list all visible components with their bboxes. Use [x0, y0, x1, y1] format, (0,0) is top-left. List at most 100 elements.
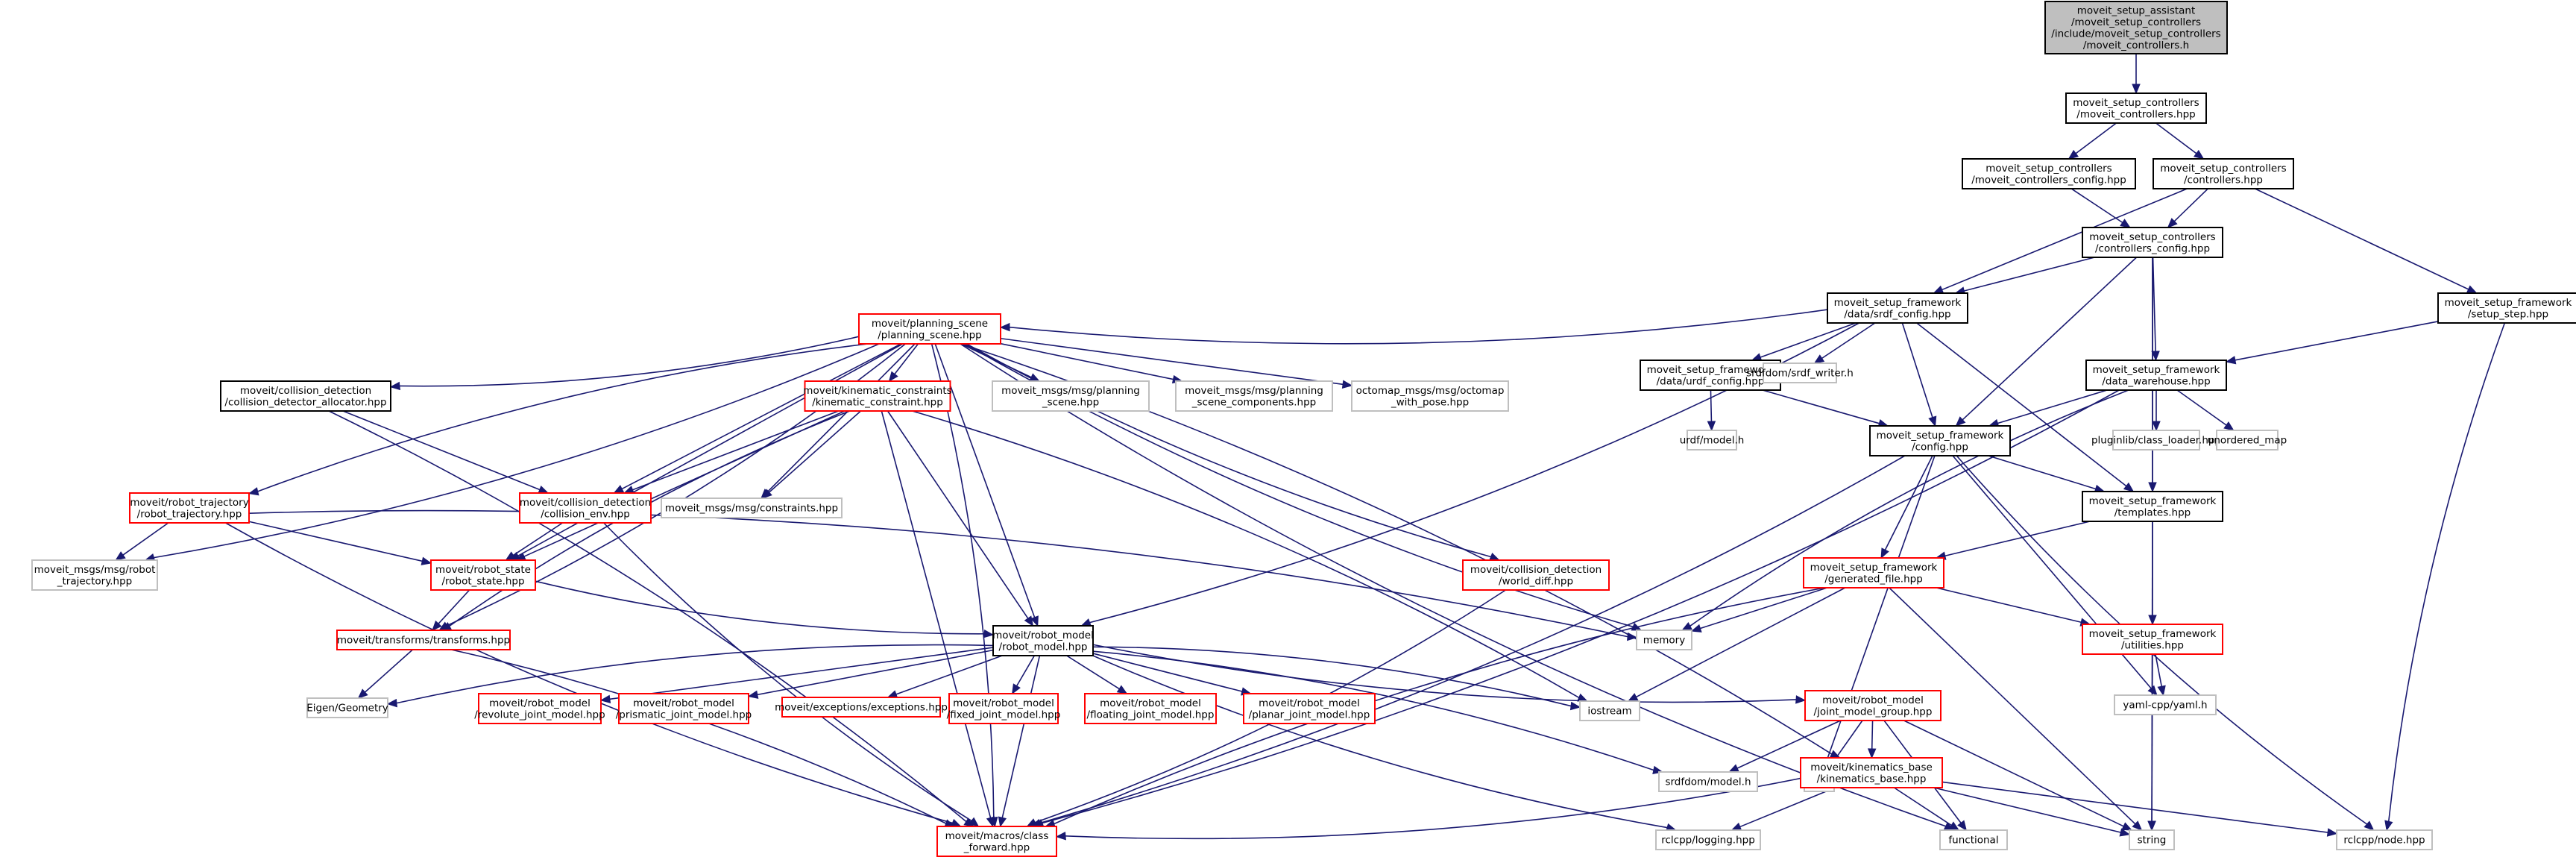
edge-config-to-generated_file — [1880, 455, 1933, 559]
edge-urdf_cfg-to-config — [1762, 389, 1889, 428]
arrowhead-icon — [1690, 624, 1702, 633]
edge-line — [1000, 342, 1174, 380]
edge-planning_scene-to-kin_con — [888, 343, 919, 383]
node-robot-state[interactable]: moveit/robot_state/robot_state.hpp — [430, 559, 536, 591]
node-label-line: /floating_joint_model.hpp — [1087, 709, 1215, 721]
node-label-line: /collision_detector_allocator.hpp — [224, 396, 386, 408]
node-root[interactable]: moveit_setup_assistant/moveit_setup_cont… — [2044, 1, 2228, 54]
node-setup-step[interactable]: moveit_setup_framework/setup_step.hpp — [2437, 292, 2576, 324]
edges-layer — [115, 54, 2506, 841]
arrowhead-icon — [1569, 701, 1581, 711]
node-label-line: moveit_setup_assistant — [2077, 4, 2196, 16]
edge-planning_scene-to-robot_state — [509, 343, 904, 561]
edge-line — [2155, 122, 2197, 154]
edge-mcc_hpp-to-cc_hpp — [2070, 188, 2131, 228]
node-cc-hpp[interactable]: moveit_setup_controllers/controllers_con… — [2082, 227, 2223, 258]
node-srdf-cfg[interactable]: moveit_setup_framework/data/srdf_config.… — [1827, 292, 1968, 324]
edge-robot_model-to-iostream — [1092, 646, 1581, 711]
arrowhead-icon — [1026, 818, 1038, 827]
edge-line — [2152, 257, 2156, 352]
edge-line — [122, 522, 169, 556]
arrowhead-icon — [1627, 693, 1639, 702]
arrowhead-icon — [357, 688, 368, 699]
node-label-line: moveit_setup_controllers — [2073, 97, 2199, 109]
node-box — [1687, 430, 1737, 451]
edge-line — [1952, 455, 2152, 689]
node-box — [2082, 227, 2223, 258]
edge-line — [1762, 389, 1880, 424]
node-label-line: urdf/model.h — [1680, 435, 1745, 447]
node-utilities[interactable]: moveit_setup_framework/utilities.hpp — [2082, 624, 2223, 655]
edge-line — [364, 649, 413, 693]
node-label-line: moveit_setup_framework — [1877, 430, 2004, 442]
node-box — [1962, 158, 2136, 189]
node-jmg[interactable]: moveit/robot_model/joint_model_group.hpp — [1804, 690, 1942, 721]
node-templates[interactable]: moveit_setup_framework/templates.hpp — [2082, 491, 2223, 522]
node-exceptions[interactable]: moveit/exceptions/exceptions.hpp — [775, 697, 948, 718]
edge-line — [881, 410, 992, 818]
node-fixed[interactable]: moveit/robot_model/fixed_joint_model.hpp — [947, 693, 1061, 724]
edge-kin_base-to-functional — [1894, 787, 1960, 831]
node-ctrl-hpp[interactable]: moveit_setup_controllers/controllers.hpp — [2153, 158, 2294, 189]
node-eigen: Eigen/Geometry — [306, 697, 388, 718]
node-box — [2153, 158, 2294, 189]
arrowhead-icon — [2152, 421, 2161, 432]
node-label-line: _scene.hpp — [1042, 396, 1099, 408]
node-label-line: /moveit_controllers.hpp — [2076, 108, 2195, 120]
node-kin-con[interactable]: moveit/kinematic_constraints/kinematic_c… — [803, 380, 952, 412]
edge-data_wh-to-unordered_map — [2176, 389, 2235, 431]
node-label-line: moveit/robot_model — [633, 697, 734, 709]
node-box — [1939, 829, 2008, 850]
node-planning-scene[interactable]: moveit/planning_scene/planning_scene.hpp — [858, 313, 1001, 345]
node-floating[interactable]: moveit/robot_model/floating_joint_model.… — [1084, 693, 1217, 724]
node-label-line: string — [2138, 835, 2167, 847]
node-mcc-hpp[interactable]: moveit_setup_controllers/moveit_controll… — [1962, 158, 2136, 189]
edge-line — [154, 343, 880, 559]
arrowhead-icon — [1867, 748, 1877, 759]
node-mc-hpp[interactable]: moveit_setup_controllers/moveit_controll… — [2065, 92, 2207, 124]
node-config[interactable]: moveit_setup_framework/config.hpp — [1869, 425, 2011, 456]
node-coll-env[interactable]: moveit/collision_detection/collision_env… — [519, 492, 652, 524]
node-generated-file[interactable]: moveit_setup_framework/generated_file.hp… — [1803, 557, 1944, 588]
edge-planning_scene-to-coll_env — [613, 343, 901, 494]
edge-coll_env-to-class_forward — [603, 522, 980, 827]
node-box — [2082, 624, 2223, 655]
edge-planning_scene-to-cda — [389, 336, 860, 391]
node-prismatic[interactable]: moveit/robot_model/prismatic_joint_model… — [616, 693, 752, 724]
node-planar[interactable]: moveit/robot_model/planar_joint_model.hp… — [1243, 693, 1376, 724]
node-label-line: /kinematic_constraint.hpp — [812, 396, 943, 408]
node-class-forward[interactable]: moveit/macros/class_forward.hpp — [936, 826, 1057, 857]
arrowhead-icon — [2121, 822, 2133, 831]
edge-line — [1962, 257, 2138, 421]
node-world-diff[interactable]: moveit/collision_detection/world_diff.hp… — [1462, 559, 1610, 591]
node-data-wh[interactable]: moveit_setup_framework/data_warehouse.hp… — [2085, 360, 2227, 391]
edge-srdf_cfg-to-config — [1901, 322, 1937, 427]
node-robot-traj[interactable]: moveit/robot_trajectory/robot_trajectory… — [129, 492, 250, 524]
node-urdf-cfg[interactable]: moveit_setup_framework/data/urdf_config.… — [1640, 360, 1781, 391]
node-label-line: moveit/kinematics_base — [1810, 762, 1933, 773]
edge-robot_model-to-exceptions — [887, 655, 1003, 699]
node-box — [2336, 829, 2433, 850]
node-label-line: _forward.hpp — [963, 841, 1030, 853]
node-label-line: iostream — [1587, 706, 1631, 718]
node-iostream: iostream — [1579, 700, 1640, 721]
edge-robot_model-to-floating — [1066, 655, 1128, 694]
node-revolute[interactable]: moveit/robot_model/revolute_joint_model.… — [474, 693, 605, 724]
node-cda[interactable]: moveit/collision_detection/collision_det… — [220, 380, 391, 412]
edge-line — [1944, 521, 2091, 557]
node-label-line: /moveit_setup_controllers — [2071, 16, 2201, 28]
edge-cda-to-coll_env — [342, 410, 549, 494]
arrowhead-icon — [2132, 84, 2141, 95]
edge-line — [769, 410, 862, 493]
nodes-layer: moveit_setup_assistant/moveit_setup_cont… — [31, 1, 2576, 857]
edge-line — [934, 343, 1036, 618]
edge-transforms-to-class_forward — [450, 649, 956, 828]
node-transforms[interactable]: moveit/transforms/transforms.hpp — [336, 630, 511, 650]
node-kin-base[interactable]: moveit/kinematics_base/kinematics_base.h… — [1800, 757, 1943, 788]
edge-line — [2387, 322, 2506, 822]
node-label-line: moveit/robot_state — [435, 564, 531, 576]
edge-line — [603, 522, 972, 822]
edge-srdf_cfg-to-srdf_writer — [1813, 322, 1876, 364]
edge-line — [1092, 646, 1572, 707]
node-robot-model[interactable]: moveit/robot_model/robot_model.hpp — [992, 625, 1094, 656]
